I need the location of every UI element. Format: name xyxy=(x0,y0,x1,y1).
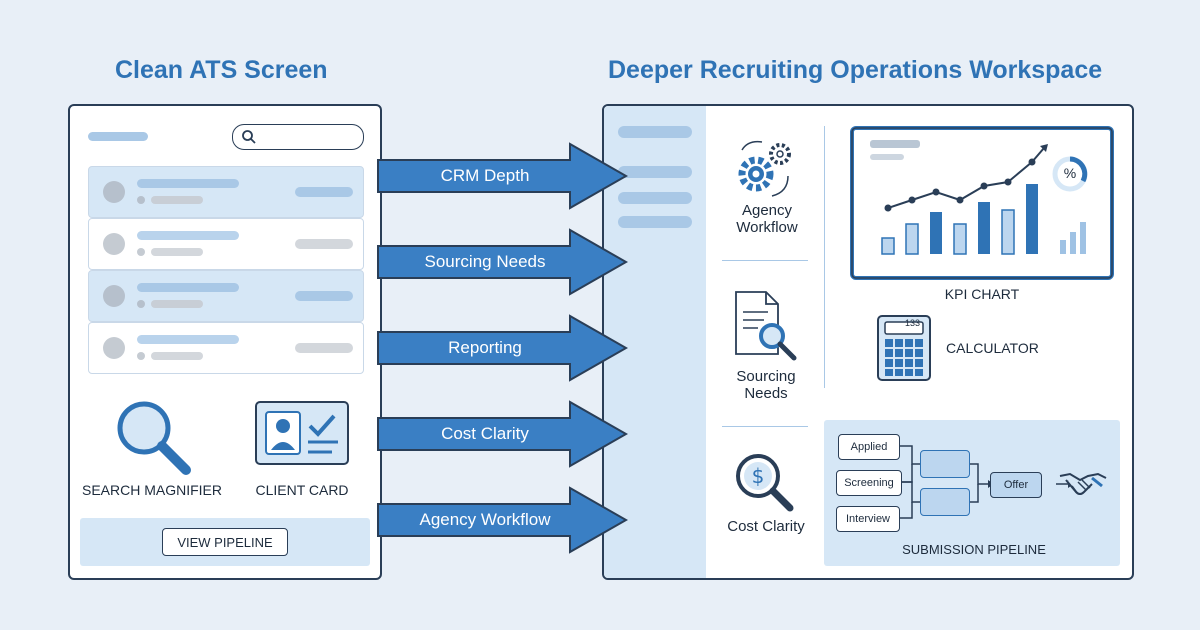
gears-icon xyxy=(738,140,791,197)
calculator-icon xyxy=(877,315,931,381)
pipeline-block xyxy=(920,450,970,478)
arrow-cost-clarity xyxy=(377,400,629,468)
avatar xyxy=(103,337,125,359)
submission-pipeline-label: SUBMISSION PIPELINE xyxy=(902,542,1046,557)
divider xyxy=(722,426,808,427)
status-placeholder xyxy=(295,343,353,353)
arrow-label-sourcing-needs: Sourcing Needs xyxy=(424,252,546,271)
name-placeholder xyxy=(137,231,239,240)
status-placeholder xyxy=(295,187,353,197)
sidebar-item[interactable] xyxy=(618,166,692,178)
avatar xyxy=(103,285,125,307)
arrow-label-agency-workflow: Agency Workflow xyxy=(419,510,551,529)
list-item[interactable] xyxy=(88,166,364,218)
pipeline-stage-screening[interactable]: Screening xyxy=(836,470,902,496)
arrow-crm-depth xyxy=(377,142,629,210)
agency-workflow-label: Agency Workflow xyxy=(736,202,798,236)
client-card-icon xyxy=(255,401,349,465)
name-placeholder xyxy=(137,283,239,292)
calculator-label: CALCULATOR xyxy=(946,340,1039,356)
cost-clarity-label: Cost Clarity xyxy=(727,518,805,535)
status-placeholder xyxy=(295,239,353,249)
pipeline-block xyxy=(920,488,970,516)
view-pipeline-button[interactable]: VIEW PIPELINE xyxy=(162,528,288,556)
search-box[interactable] xyxy=(232,124,364,150)
meta-dot xyxy=(137,196,145,204)
svg-text:$: $ xyxy=(752,464,765,488)
meta-dot xyxy=(137,300,145,308)
pipeline-stage-applied[interactable]: Applied xyxy=(838,434,900,460)
sidebar-item[interactable] xyxy=(618,192,692,204)
sidebar-item[interactable] xyxy=(618,216,692,228)
document-search-icon xyxy=(735,291,797,361)
meta-placeholder xyxy=(151,300,203,308)
pipeline-stage-offer[interactable]: Offer xyxy=(990,472,1042,498)
arrow-agency-workflow xyxy=(377,486,629,554)
sidebar-item[interactable] xyxy=(618,126,692,138)
divider xyxy=(722,260,808,261)
meta-placeholder xyxy=(151,352,203,360)
arrow-reporting xyxy=(377,314,629,382)
client-card-label: CLIENT CARD xyxy=(255,482,349,498)
clean-ats-panel: SEARCH MAGNIFIER CLIENT CARD VIEW PIPELI… xyxy=(68,104,382,580)
search-magnifier-icon xyxy=(117,401,191,475)
dollar-search-icon: $ xyxy=(736,454,794,512)
divider xyxy=(824,126,825,388)
status-placeholder xyxy=(295,291,353,301)
recruiting-workspace-panel: Agency Workflow Sourcing Needs $ Cost Cl… xyxy=(602,104,1134,580)
list-item[interactable] xyxy=(88,218,364,270)
name-placeholder xyxy=(137,335,239,344)
avatar xyxy=(103,233,125,255)
workspace-sidebar xyxy=(604,106,706,578)
kpi-chart xyxy=(850,126,1114,280)
search-magnifier-label: SEARCH MAGNIFIER xyxy=(81,482,222,498)
left-title: Clean ATS Screen xyxy=(115,56,328,84)
arrow-label-cost-clarity: Cost Clarity xyxy=(441,424,529,443)
kpi-chart-label: KPI CHART xyxy=(944,286,1020,302)
name-placeholder xyxy=(137,179,239,188)
header-placeholder-bar xyxy=(88,132,148,141)
list-item[interactable] xyxy=(88,270,364,322)
list-item[interactable] xyxy=(88,322,364,374)
arrow-label-crm-depth: CRM Depth xyxy=(440,166,530,185)
avatar xyxy=(103,181,125,203)
handshake-icon xyxy=(1059,472,1107,495)
meta-placeholder xyxy=(151,248,203,256)
sourcing-needs-label: Sourcing Needs xyxy=(736,368,796,402)
meta-placeholder xyxy=(151,196,203,204)
calculator-display-text: 133 xyxy=(904,318,920,328)
meta-dot xyxy=(137,248,145,256)
meta-dot xyxy=(137,352,145,360)
arrow-label-reporting: Reporting xyxy=(448,338,522,357)
arrow-sourcing-needs xyxy=(377,228,629,296)
pipeline-stage-interview[interactable]: Interview xyxy=(836,506,900,532)
kpi-percent-text: % xyxy=(1063,165,1077,181)
search-icon xyxy=(242,130,256,144)
right-title: Deeper Recruiting Operations Workspace xyxy=(608,56,1103,84)
